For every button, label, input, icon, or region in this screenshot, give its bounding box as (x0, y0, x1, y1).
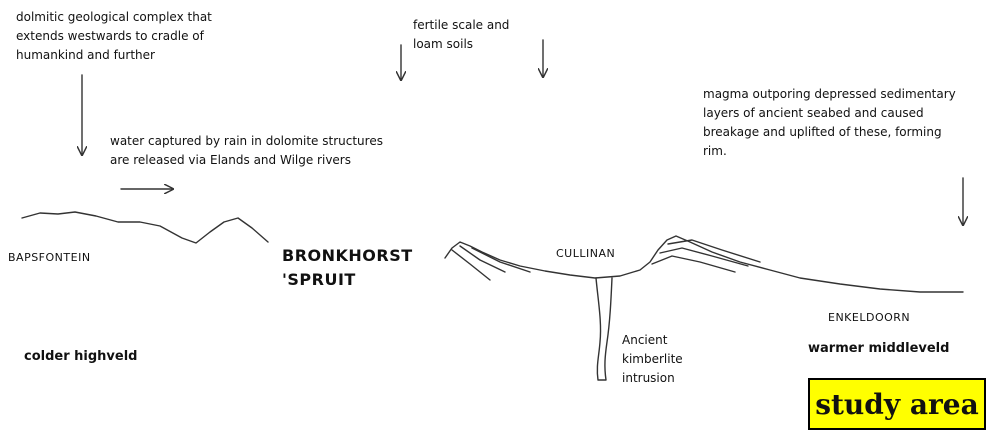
terrain-profile-west (22, 212, 268, 243)
note-dolomitic-complex: dolmitic geological complex that extends… (16, 8, 212, 65)
place-bronkhorstspruit: BRONKHORST 'SPRUIT (282, 244, 413, 292)
note-kimberlite-intrusion: Ancient kimberlite intrusion (622, 331, 683, 388)
study-area-badge: study area (808, 378, 986, 430)
note-magma-outpouring: magma outporing depressed sedimentary la… (703, 85, 956, 161)
place-cullinan: CULLINAN (556, 247, 615, 260)
zone-warmer-middleveld: warmer middleveld (808, 341, 949, 356)
kimberlite-pipe (596, 278, 612, 380)
note-fertile-soils: fertile scale and loam soils (413, 16, 509, 54)
zone-colder-highveld: colder highveld (24, 349, 137, 364)
place-enkeldoorn: ENKELDOORN (828, 311, 910, 324)
note-water-captured: water captured by rain in dolomite struc… (110, 132, 383, 170)
place-bapsfontein: BAPSFONTEIN (8, 251, 91, 264)
